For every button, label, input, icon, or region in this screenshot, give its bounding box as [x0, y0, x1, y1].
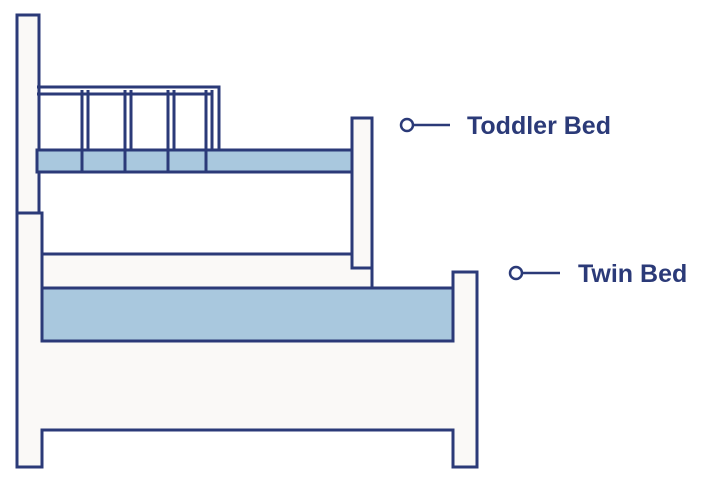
toddler-bed-callout: Toddler Bed: [399, 112, 611, 140]
toddler-callout-dot: [399, 117, 415, 133]
toddler-bed-guard-rail: [37, 85, 221, 150]
toddler-bed-frame: [15, 13, 374, 272]
twin-callout-dot: [508, 265, 524, 281]
twin-bed-mattress: [40, 286, 455, 343]
toddler-bed-rail-slats: [80, 90, 214, 172]
twin-bed: [15, 211, 479, 469]
twin-bed-headboard-rail: [40, 252, 374, 290]
twin-bed-label: Twin Bed: [578, 260, 687, 288]
toddler-bed: [15, 13, 374, 272]
twin-bed-callout: Twin Bed: [508, 260, 687, 288]
toddler-bed-mattress: [35, 148, 354, 174]
toddler-bed-label: Toddler Bed: [467, 112, 611, 140]
